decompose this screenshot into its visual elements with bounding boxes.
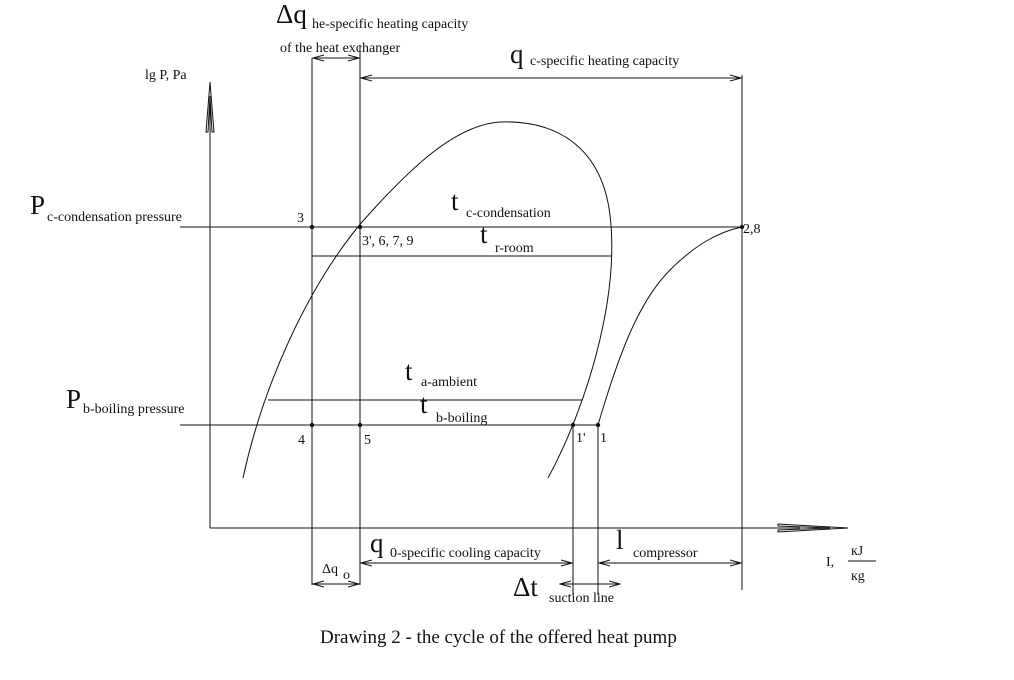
qc-subscript: c-specific heating capacity	[530, 54, 679, 69]
qc-symbol: q	[510, 39, 524, 69]
tb-subscript: b-boiling	[436, 411, 487, 426]
x-axis-label: I,	[826, 555, 834, 570]
dq-he-subscript: he-specific heating capacity	[312, 17, 468, 32]
dq-o-symbol: Δq	[322, 562, 338, 577]
pc-subscript: c-condensation pressure	[47, 210, 182, 225]
l-symbol: l	[616, 525, 624, 555]
saturation-curve	[242, 121, 613, 479]
q0-symbol: q	[370, 528, 384, 558]
tc-subscript: c-condensation	[466, 206, 551, 221]
point-5-dot	[357, 422, 363, 428]
y-axis-label: lg P, Pa	[145, 68, 187, 83]
dq-he-line2: of the heat exchanger	[280, 41, 400, 56]
point-4-label: 4	[298, 433, 305, 448]
pb-symbol: P	[66, 384, 81, 414]
point-1-dot	[595, 422, 601, 428]
ta-symbol: t	[405, 356, 413, 386]
pc-symbol: P	[30, 190, 45, 220]
point-3-label: 3	[297, 211, 304, 226]
point-1p-label: 1'	[576, 431, 586, 446]
tc-symbol: t	[451, 186, 459, 216]
ta-subscript: a-ambient	[421, 375, 477, 390]
point-5-label: 5	[364, 433, 371, 448]
l-subscript: compressor	[633, 546, 698, 561]
tr-subscript: r-room	[495, 241, 534, 256]
q0-subscript: 0-specific cooling capacity	[390, 546, 541, 561]
x-axis-arrow	[777, 523, 849, 533]
dq-he-symbol: Δq	[276, 0, 307, 29]
point-4-dot	[309, 422, 315, 428]
compression-curve	[597, 226, 743, 426]
point-28-dot	[739, 224, 745, 230]
point-3-dot	[309, 224, 315, 230]
point-3p-dot	[357, 224, 363, 230]
dq-o-subscript: o	[343, 568, 350, 583]
y-axis-arrow	[205, 81, 215, 133]
x-axis-unit-denominator: кg	[851, 569, 865, 584]
figure-caption: Drawing 2 - the cycle of the offered hea…	[320, 627, 677, 648]
pb-subscript: b-boiling pressure	[83, 402, 184, 417]
point-1p-dot	[570, 422, 576, 428]
dt-subscript: suction line	[549, 591, 614, 606]
x-axis-unit-numerator: кJ	[851, 544, 864, 559]
tb-symbol: t	[420, 389, 428, 419]
tr-symbol: t	[480, 219, 488, 249]
point-28-label: 2,8	[743, 222, 761, 237]
point-3p-label: 3', 6, 7, 9	[362, 234, 414, 249]
dt-symbol: Δt	[513, 572, 538, 602]
point-1-label: 1	[600, 431, 607, 446]
